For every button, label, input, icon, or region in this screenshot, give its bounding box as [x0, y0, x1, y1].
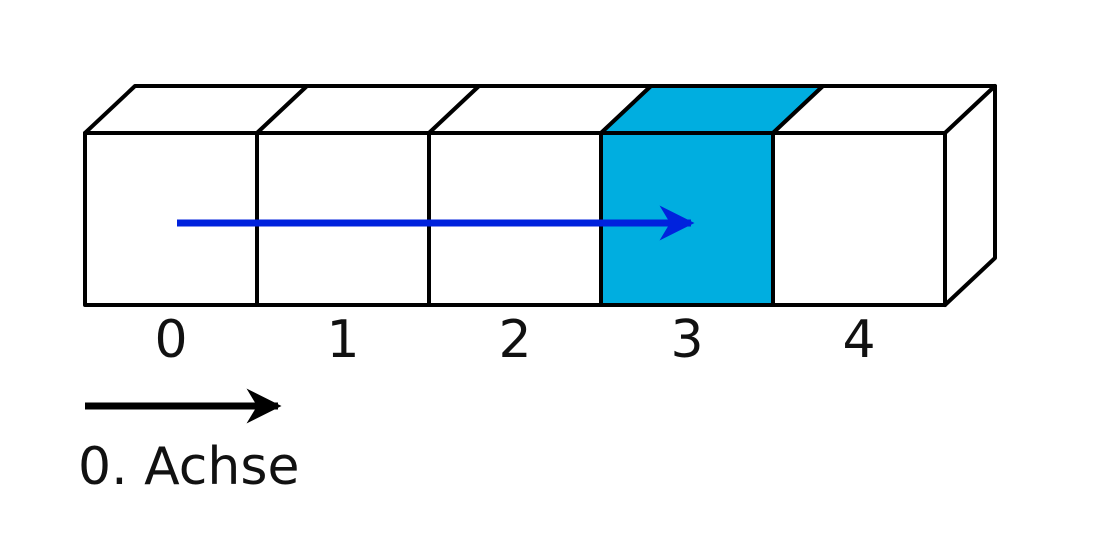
array-cells: [83, 84, 997, 307]
cell-front-face: [771, 131, 947, 307]
cell-index-label: 0: [154, 310, 187, 370]
cell-index-label: 3: [670, 310, 703, 370]
cell-front-face: [599, 131, 775, 307]
cell-index-label: 2: [498, 310, 531, 370]
axis-label: 0. Achse: [78, 437, 299, 497]
cell-index-label: 1: [326, 310, 359, 370]
cell-front-face: [83, 131, 259, 307]
cell-front-face: [427, 131, 603, 307]
cell-index-label: 4: [842, 310, 875, 370]
cell-front-face: [255, 131, 431, 307]
array-index-labels: 0 1 2 3 4: [154, 310, 875, 370]
